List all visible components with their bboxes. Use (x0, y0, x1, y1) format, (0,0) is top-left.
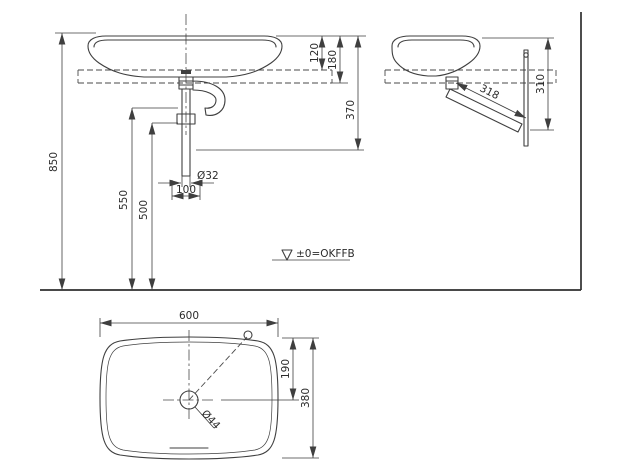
level-mark: ±0=OKFFB (272, 248, 355, 261)
faucet-hole-plan (243, 330, 253, 340)
dim-190-label: 190 (280, 359, 292, 379)
side-view (384, 35, 557, 147)
basin-rim-front (93, 39, 277, 48)
trap-and-drainpipe-front (176, 76, 226, 177)
plan-dim-extensions (99, 318, 319, 459)
plan-centerlines (163, 330, 215, 420)
basin-outline-side (391, 35, 481, 77)
dims-right-of-front: 120 180 370 (196, 35, 366, 151)
wall-bracket-rail (523, 49, 529, 147)
dim-550-label: 550 (118, 190, 130, 210)
plan-view: Ø44 (99, 330, 279, 460)
dim-318-line (455, 82, 527, 119)
dims-right-extensions (196, 35, 366, 151)
dim-d32-100-extensions (171, 176, 201, 200)
dim-120-label: 120 (309, 43, 321, 63)
basin-rim-plan (105, 341, 273, 455)
level-triangle-icon (281, 249, 293, 261)
dim-180-label: 180 (327, 50, 339, 70)
dim-310: 310 (482, 37, 554, 131)
counter-outline-front (77, 69, 333, 84)
plan-dims: 600 190 380 (99, 310, 319, 459)
basin-outline-front (87, 35, 283, 78)
dim-318: 318 (455, 82, 527, 119)
drain-hole-plan (179, 390, 199, 410)
dim-100-label: 100 (176, 184, 196, 196)
dim-310-extensions (482, 37, 554, 131)
basin-outline-plan (99, 336, 279, 460)
counter-outline-side (384, 69, 557, 84)
dim-850: 850 (48, 32, 96, 290)
drain-mark-front (181, 70, 191, 74)
level-mark-label: ±0=OKFFB (296, 248, 355, 260)
dim-380-label: 380 (300, 388, 312, 408)
dim-d44-label: Ø44 (199, 408, 223, 432)
dim-550-500: 550 500 (118, 107, 178, 290)
dim-310-label: 310 (535, 74, 547, 94)
reference-lines (40, 12, 582, 291)
dim-318-label: 318 (478, 82, 501, 102)
dim-d32-100: Ø32 100 (158, 170, 219, 200)
front-view (77, 14, 333, 177)
dim-600-label: 600 (179, 310, 199, 322)
bracket-screw (523, 52, 529, 58)
dim-d32-label: Ø32 (197, 170, 219, 182)
dim-d44-leader (194, 406, 215, 429)
dim-370-label: 370 (345, 100, 357, 120)
faucet-diagonal-line (188, 336, 248, 401)
dim-500-label: 500 (138, 200, 150, 220)
basin-rim-side (397, 39, 475, 48)
dim-550-500-extensions (132, 107, 178, 124)
dim-850-label: 850 (48, 152, 60, 172)
